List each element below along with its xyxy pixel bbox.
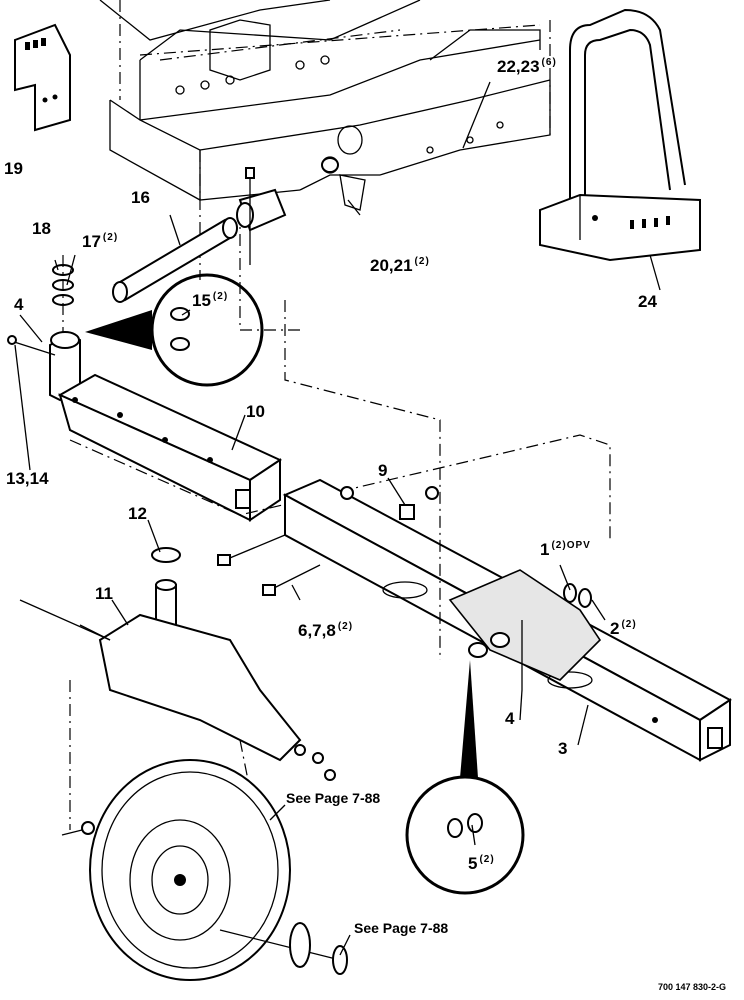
callout-9: 9 (378, 461, 388, 480)
detail-circle-15 (85, 273, 264, 387)
wheel-assembly (61, 759, 348, 981)
callout-16: 16 (131, 188, 150, 207)
callout-22-23: 22,23(6) (497, 57, 557, 76)
callout-13-14: 13,14 (6, 469, 49, 488)
part-24-guard (539, 8, 701, 262)
callout-24: 24 (638, 292, 657, 311)
callout-18: 18 (32, 219, 51, 238)
callout-5: 5(2) (468, 854, 495, 873)
detail-circle-5 (405, 660, 525, 895)
part-16-shaft (112, 157, 339, 303)
part-3-beam (217, 300, 732, 762)
callout-6-7-8: 6,7,8(2) (298, 621, 354, 640)
callout-15: 15(2) (192, 291, 229, 310)
figure-number: 700 147 830-2-G (658, 982, 727, 992)
callout-4-lower: 4 (505, 709, 515, 728)
callout-10: 10 (246, 402, 265, 421)
callout-4-upper: 4 (14, 295, 24, 314)
callout-2: 2(2) (610, 619, 637, 638)
callout-19: 19 (4, 159, 23, 178)
callout-3: 3 (558, 739, 568, 758)
machine-frame (99, 0, 551, 331)
part-10-arm (7, 331, 611, 540)
part-11-spindle (19, 547, 336, 841)
callout-17: 17(2) (82, 232, 119, 251)
callout-1: 1(2)OPV (540, 540, 591, 559)
part-17-18-stack (52, 255, 74, 340)
callout-20-21: 20,21(2) (370, 256, 430, 275)
callout-12: 12 (128, 504, 147, 523)
see-page-hub: See Page 7-88 (354, 920, 449, 936)
callout-11: 11 (95, 584, 113, 603)
part-19-bracket (14, 23, 71, 132)
leader-lines (14, 81, 661, 956)
see-page-wheel: See Page 7-88 (286, 790, 381, 806)
